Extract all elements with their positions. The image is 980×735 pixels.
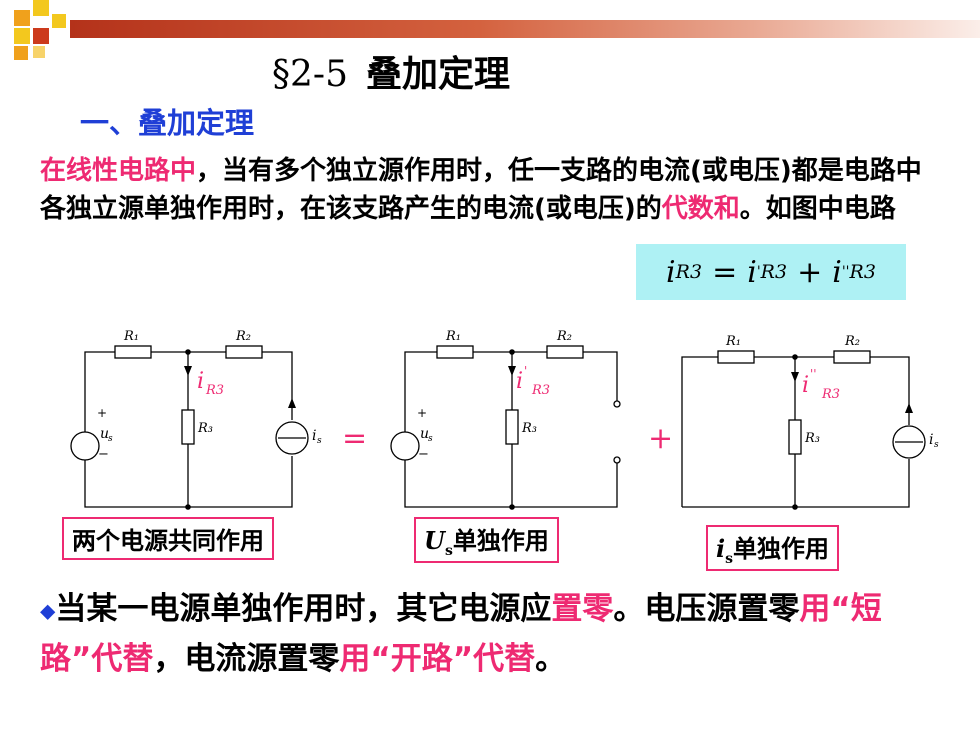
label-us-var: U <box>424 526 445 555</box>
label-us-text: 单独作用 <box>452 527 549 555</box>
label-R1: R₁ <box>725 334 741 349</box>
node-dot <box>509 504 515 510</box>
formula-term1-sub: R3 <box>760 261 788 283</box>
current-iR3-prime-sub: R3 <box>531 383 550 398</box>
us-sub: s <box>108 434 113 444</box>
note-text-3: ，电流源置零 <box>153 640 340 677</box>
definition-paragraph: 在线性电路中，当有多个独立源作用时，任一支路的电流(或电压)都是电路中各独立源单… <box>40 152 940 228</box>
us-minus: − <box>418 447 429 462</box>
current-iR3-dprime: i <box>802 373 809 398</box>
formula-plus: + <box>797 254 823 290</box>
paragraph-text-1: ，当有多个独立源作用时，任一支路的电流(或电压)都是电路中各独立源单独作用时，在… <box>40 156 922 224</box>
label-R2: R₂ <box>235 329 251 344</box>
us-plus: + <box>417 406 427 420</box>
bullet-diamond-icon: ◆ <box>40 598 56 623</box>
label-is-text: 单独作用 <box>733 535 830 563</box>
us-sub: s <box>428 434 433 444</box>
current-arrow <box>184 366 192 376</box>
formula-term2-sup: '' <box>841 264 850 280</box>
corner-square-yellow <box>33 0 49 16</box>
current-arrow <box>508 366 516 376</box>
zeroing-note: ◆当某一电源单独作用时，其它电源应置零。电压源置零用“短路”代替，电流源置零用“… <box>40 585 950 683</box>
label-R2: R₂ <box>556 329 572 344</box>
is-label: i <box>929 432 933 448</box>
corner-square-yellow-3 <box>52 14 66 28</box>
corner-square-orange-2 <box>14 46 28 60</box>
section-heading: 一、叠加定理 <box>80 106 255 140</box>
node-dot <box>792 354 798 360</box>
highlight-algebraic-sum: 代数和 <box>661 194 740 224</box>
us-label: u <box>420 426 429 442</box>
formula-term1-var: i <box>747 254 757 290</box>
circuit-both-sources <box>70 345 309 508</box>
source-arrow <box>905 403 913 413</box>
current-iR3-sub: R3 <box>205 383 224 398</box>
label-R3: R₃ <box>804 431 820 446</box>
note-text-2: 。电压源置零 <box>613 591 800 627</box>
current-iR3: i <box>197 369 204 394</box>
label-R1: R₁ <box>445 329 461 344</box>
label-R3: R₃ <box>521 421 537 436</box>
label-is-var: i <box>716 534 726 563</box>
current-iR3-dprime-sub: R3 <box>821 387 840 402</box>
formula-equals: = <box>712 254 738 290</box>
note-text-4: 。 <box>535 640 567 677</box>
page-title: §2-5 叠加定理 <box>272 45 510 97</box>
note-highlight-open: 用“开路”代替 <box>339 640 536 677</box>
corner-square-orange <box>14 10 30 26</box>
circuit-is-alone <box>681 350 926 508</box>
node-dot <box>185 349 191 355</box>
paragraph-text-2: 。如图中电路 <box>739 194 896 224</box>
source-arrow <box>288 398 296 408</box>
node-dot <box>792 504 798 510</box>
current-arrow <box>791 372 799 382</box>
formula-lhs-var: i <box>666 254 676 290</box>
note-text-1: 当某一电源单独作用时，其它电源应 <box>55 591 552 627</box>
is-sub: s <box>317 436 322 446</box>
label-us-sub: s <box>444 542 453 559</box>
label-is-alone: is单独作用 <box>706 525 840 571</box>
corner-square-red <box>33 28 49 44</box>
us-minus: − <box>98 447 109 462</box>
label-us-alone: Us单独作用 <box>414 517 559 563</box>
title-text: 叠加定理 <box>365 54 510 95</box>
label-R3: R₃ <box>197 421 213 436</box>
title-bar-gradient <box>70 20 980 38</box>
label-both-sources: 两个电源共同作用 <box>62 517 274 560</box>
current-iR3-prime: i <box>516 369 523 394</box>
label-both-text: 两个电源共同作用 <box>72 527 264 555</box>
formula-lhs-sub: R3 <box>675 261 703 283</box>
formula-term2-var: i <box>832 254 842 290</box>
is-label: i <box>312 428 316 444</box>
equals-sign: = <box>342 421 367 456</box>
node-dot <box>185 504 191 510</box>
corner-square-yellow-2 <box>14 28 30 44</box>
label-is-sub: s <box>725 550 734 567</box>
label-R1: R₁ <box>123 329 139 344</box>
label-R2: R₂ <box>844 334 860 349</box>
us-plus: + <box>97 406 107 420</box>
circuit-us-alone <box>390 345 621 508</box>
highlight-linear-circuit: 在线性电路中 <box>40 156 197 186</box>
current-iR3-prime-sup: ' <box>524 364 527 378</box>
corner-square-orange-3 <box>33 46 45 58</box>
formula-term1-sup: ' <box>756 264 761 280</box>
formula-term2-sub: R3 <box>849 261 876 283</box>
current-iR3-dprime-sup: '' <box>810 367 817 381</box>
note-highlight-zero: 置零 <box>551 591 614 627</box>
us-label: u <box>100 426 109 442</box>
section-number: §2-5 <box>272 54 348 95</box>
plus-sign: + <box>648 421 673 456</box>
note-highlight-short: 用“短路”代替 <box>40 591 882 677</box>
is-sub: s <box>934 440 939 450</box>
node-dot <box>509 349 515 355</box>
